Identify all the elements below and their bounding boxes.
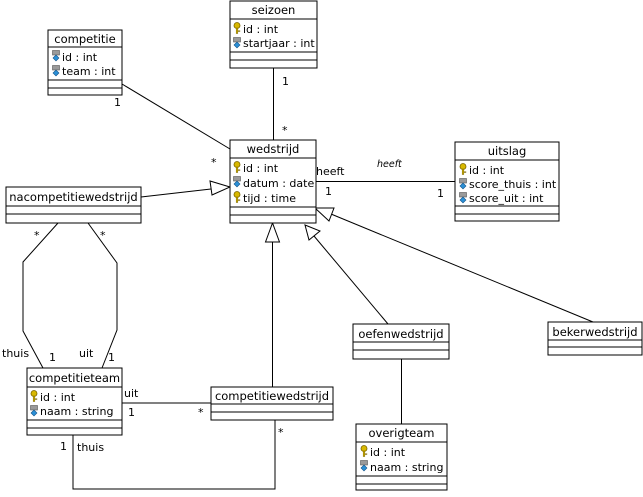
class-uitslag[interactable]: uitslag id : int score_thuis : int score… bbox=[454, 141, 560, 222]
multiplicity-label: * bbox=[278, 426, 284, 439]
attribute-text: score_uit : int bbox=[469, 192, 544, 205]
class-oefenwedstrijd[interactable]: oefenwedstrijd bbox=[352, 323, 450, 360]
multiplicity-label: 1 bbox=[108, 351, 115, 364]
class-box bbox=[26, 367, 123, 436]
arrowhead-bekerwedstrijd bbox=[313, 207, 335, 222]
multiplicity-label: * bbox=[198, 406, 204, 419]
class-box bbox=[547, 321, 643, 356]
generalization-bekerwedstrijd bbox=[330, 213, 594, 323]
generalization-oefenwedstrijd bbox=[313, 235, 389, 325]
class-box bbox=[355, 423, 448, 491]
multiplicity-label: 1 bbox=[437, 187, 444, 200]
multiplicity-label: 1 bbox=[60, 440, 67, 453]
assoc-nacompetitie-thuis bbox=[22, 222, 59, 369]
attribute-text: id : int bbox=[469, 164, 505, 177]
attribute-text: naam : string bbox=[370, 461, 443, 474]
class-box bbox=[5, 186, 142, 224]
class-box bbox=[229, 0, 318, 69]
attribute-text: datum : date bbox=[243, 177, 314, 190]
class-title: oefenwedstrijd bbox=[358, 327, 443, 341]
class-box bbox=[454, 141, 560, 222]
class-nacompetitiewedstrijd[interactable]: nacompetitiewedstrijd bbox=[5, 186, 142, 224]
role-label: thuis bbox=[77, 441, 104, 454]
role-label: thuis bbox=[2, 347, 29, 360]
attribute-text: id : int bbox=[243, 162, 279, 175]
assoc-team-competitiewedstrijd-thuis bbox=[72, 420, 276, 490]
role-label: heeft bbox=[316, 165, 345, 178]
class-title: wedstrijd bbox=[247, 142, 300, 156]
class-title: competitieteam bbox=[29, 371, 120, 385]
role-label: uit bbox=[79, 347, 94, 360]
assoc-nacompetitie-uit bbox=[87, 222, 118, 369]
class-overigteam[interactable]: overigteam id : int naam : string bbox=[355, 423, 448, 491]
association-lines bbox=[22, 68, 594, 490]
attribute-text: score_thuis : int bbox=[469, 178, 557, 191]
class-bekerwedstrijd[interactable]: bekerwedstrijd bbox=[547, 321, 643, 356]
attribute-text: startjaar : int bbox=[243, 37, 315, 50]
class-title: nacompetitiewedstrijd bbox=[9, 190, 137, 204]
multiplicity-label: 1 bbox=[128, 406, 135, 419]
arrowhead-oefenwedstrijd bbox=[304, 224, 321, 241]
multiplicity-label: * bbox=[100, 229, 106, 242]
class-title: competitiewedstrijd bbox=[215, 389, 329, 403]
multiplicity-label: 1 bbox=[282, 75, 289, 88]
attribute-text: id : int bbox=[62, 51, 98, 64]
class-competitie[interactable]: competitie id : int team : int bbox=[47, 29, 123, 96]
class-title: competitie bbox=[54, 32, 115, 46]
class-competitieteam[interactable]: competitieteam id : int naam : string bbox=[26, 367, 123, 436]
class-box bbox=[47, 29, 123, 96]
assoc-competitie-wedstrijd bbox=[121, 83, 231, 150]
multiplicity-label: * bbox=[34, 229, 40, 242]
attribute-text: id : int bbox=[40, 391, 76, 404]
multiplicity-label: * bbox=[211, 156, 217, 169]
class-title: seizoen bbox=[252, 3, 296, 17]
class-title: uitslag bbox=[488, 144, 527, 158]
generalization-arrowheads bbox=[209, 180, 335, 243]
arrowhead-nacompetitie bbox=[209, 180, 232, 196]
class-competitiewedstrijd[interactable]: competitiewedstrijd bbox=[210, 386, 334, 421]
role-label: uit bbox=[124, 387, 139, 400]
multiplicity-label: 1 bbox=[114, 96, 121, 109]
class-seizoen[interactable]: seizoen id : int startjaar : int bbox=[229, 0, 318, 69]
class-title: overigteam bbox=[369, 426, 435, 440]
attribute-text: team : int bbox=[62, 65, 116, 78]
multiplicity-label: 1 bbox=[325, 185, 332, 198]
attribute-text: id : int bbox=[243, 23, 279, 36]
multiplicity-label: 1 bbox=[49, 351, 56, 364]
attribute-text: naam : string bbox=[40, 405, 113, 418]
attribute-text: id : int bbox=[370, 446, 406, 459]
arrowhead-competitiewedstrijd bbox=[264, 221, 281, 243]
association-name: heeft bbox=[377, 159, 403, 170]
multiplicity-label: * bbox=[282, 124, 288, 137]
attribute-text: tijd : time bbox=[243, 192, 296, 205]
generalization-nacompetitie bbox=[140, 188, 212, 198]
association-labels: 1 * 1 * heeft heeft 1 1 * * thuis 1 uit … bbox=[2, 75, 444, 454]
class-title: bekerwedstrijd bbox=[552, 325, 637, 339]
class-box bbox=[229, 139, 317, 224]
class-wedstrijd[interactable]: wedstrijd id : int datum : date tijd : t… bbox=[229, 139, 317, 224]
